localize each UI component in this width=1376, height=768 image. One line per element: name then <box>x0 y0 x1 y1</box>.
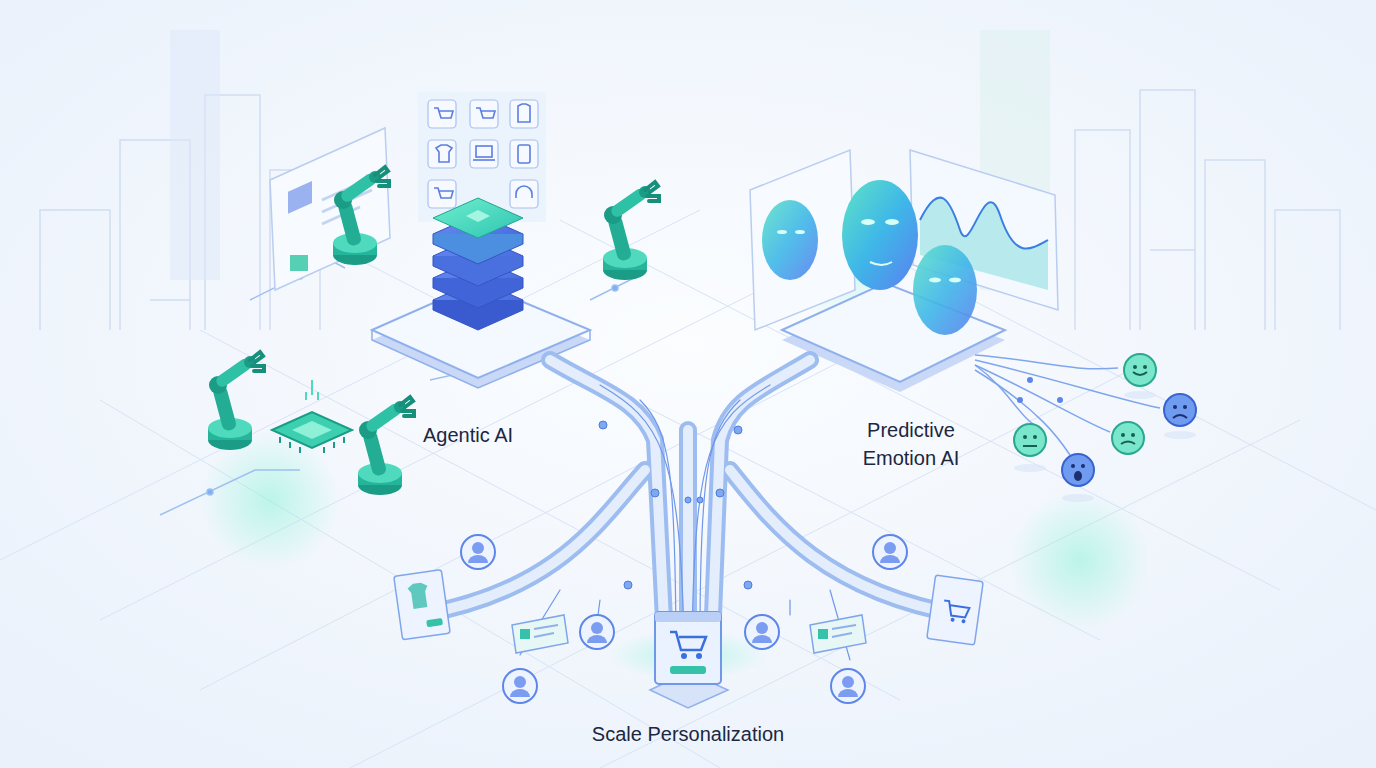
label-text: Predictive Emotion AI <box>863 419 960 469</box>
label-text: Scale Personalization <box>592 723 784 745</box>
section-label: Scale Personalization <box>548 720 828 748</box>
section-label: Predictive Emotion AI <box>836 416 986 472</box>
section-label: Agentic AI <box>388 421 548 449</box>
label-text: Agentic AI <box>423 424 513 446</box>
